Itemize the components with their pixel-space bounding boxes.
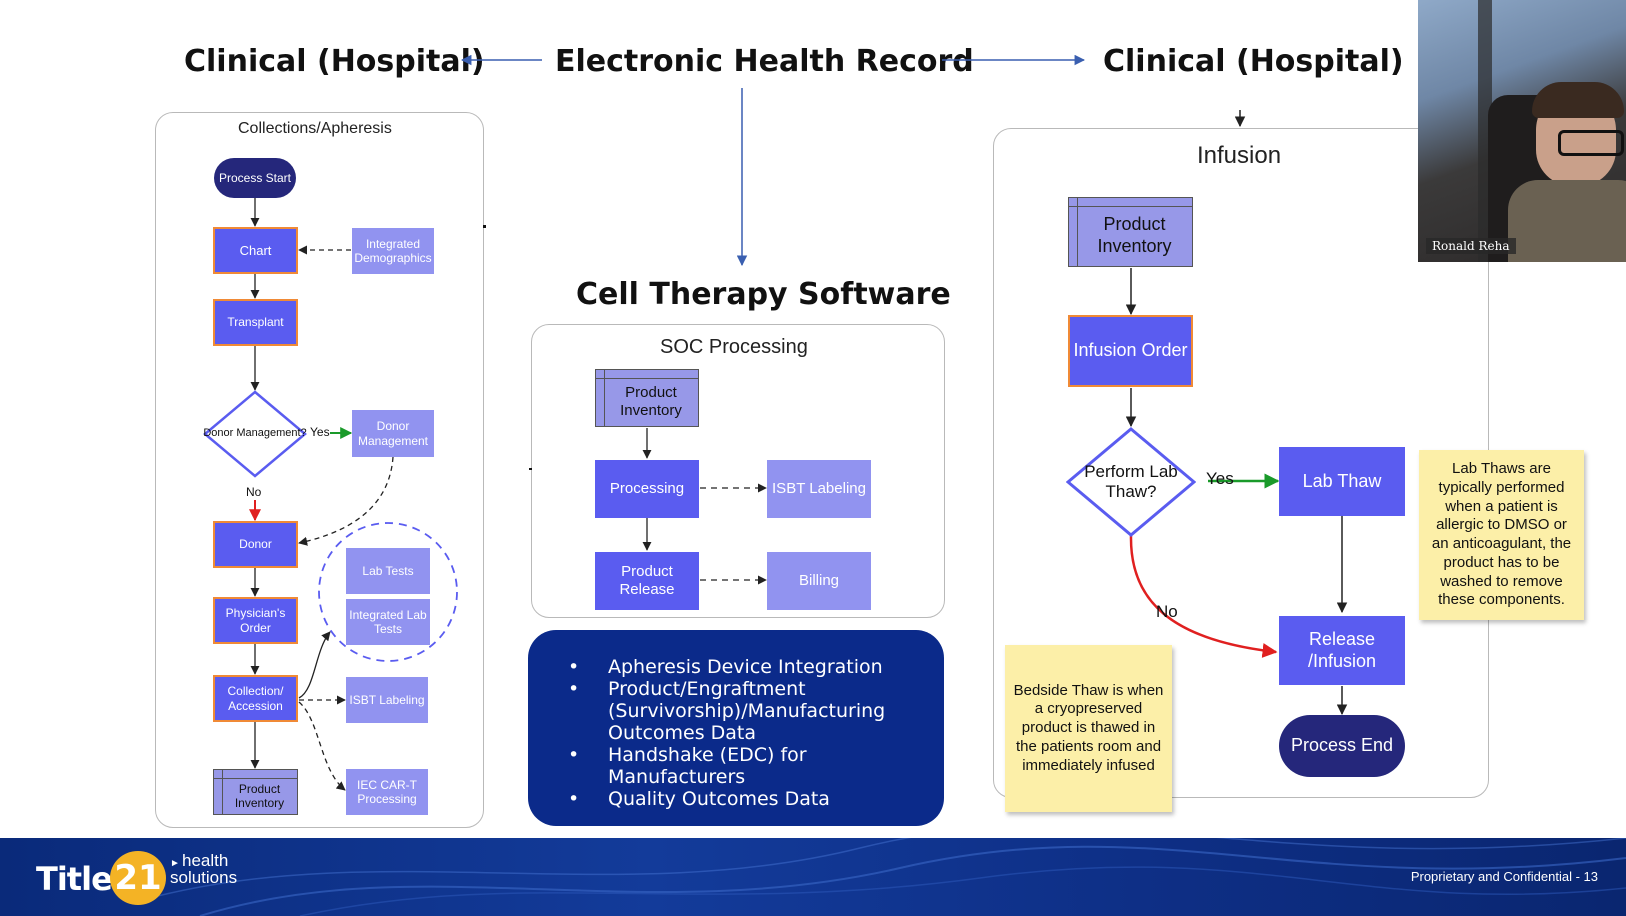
node-isbt-labeling-collections: ISBT Labeling: [346, 677, 428, 723]
node-perform-lab-thaw-shape: [1066, 427, 1196, 537]
header-clinical-right: Clinical (Hospital): [1103, 44, 1404, 79]
node-physicians-order: Physician's Order: [213, 597, 298, 644]
node-chart: Chart: [213, 227, 298, 274]
label-no-thaw: No: [1156, 602, 1178, 621]
node-donor-management: Donor Management: [352, 410, 434, 457]
feature-item: Product/Engraftment (Survivorship)/Manuf…: [568, 678, 924, 744]
header-cell-therapy-software: Cell Therapy Software: [576, 277, 951, 312]
edge-donor-mgmt-donor: [298, 456, 394, 546]
footer-logo-title: Title: [36, 860, 113, 898]
node-donor-management-decision-shape: [203, 390, 307, 478]
collections-panel-title: Collections/Apheresis: [238, 120, 392, 137]
node-isbt-labeling-soc: ISBT Labeling: [767, 460, 871, 518]
node-process-end: Process End: [1279, 715, 1405, 777]
node-release-infusion: Release /Infusion: [1279, 616, 1405, 685]
header-ehr: Electronic Health Record: [555, 44, 974, 79]
node-product-inventory-infusion: Product Inventory: [1068, 197, 1193, 267]
node-processing: Processing: [595, 460, 699, 518]
node-donor-management-decision: Donor Management?: [203, 427, 307, 440]
node-product-release: Product Release: [595, 552, 699, 610]
label-yes-thaw: Yes: [1206, 469, 1234, 488]
edge-collection-labtests: [298, 631, 331, 699]
lab-tests-group-circle: [318, 522, 458, 662]
stray-mark-2: [529, 468, 532, 470]
stray-mark-1: [483, 225, 486, 228]
node-perform-lab-thaw: Perform Lab Thaw?: [1084, 461, 1178, 501]
node-product-inventory-soc: Product Inventory: [595, 369, 699, 427]
node-lab-thaw: Lab Thaw: [1279, 447, 1405, 516]
node-integrated-lab-tests: Integrated Lab Tests: [346, 599, 430, 645]
soc-panel-title: SOC Processing: [660, 336, 808, 358]
footer-logo-solutions: solutions: [170, 868, 238, 887]
webcam-name-label: Ronald Reha: [1426, 238, 1516, 254]
footer-logo-badge: 21: [110, 851, 166, 905]
note-bedside-thaw: Bedside Thaw is when a cryopreserved pro…: [1005, 645, 1172, 812]
webcam-shoulders: [1508, 180, 1626, 262]
node-iec-cart-processing: IEC CAR-T Processing: [346, 769, 428, 815]
footer-wave-pattern: [149, 838, 1626, 916]
footer-logo-health: health: [182, 851, 229, 870]
node-process-start: Process Start: [214, 158, 296, 198]
node-infusion-order: Infusion Order: [1068, 315, 1193, 387]
label-no-donor: No: [246, 485, 262, 499]
webcam-glasses: [1558, 130, 1624, 156]
node-donor: Donor: [213, 521, 298, 568]
node-product-inventory-collections: Product Inventory: [213, 769, 298, 815]
infusion-panel-title: Infusion: [1197, 142, 1282, 169]
feature-item: Apheresis Device Integration: [568, 656, 924, 678]
features-panel: Apheresis Device Integration Product/Eng…: [528, 630, 944, 826]
node-transplant: Transplant: [213, 299, 298, 346]
footer-confidential: Proprietary and Confidential - 13: [1410, 869, 1598, 884]
note-lab-thaw: Lab Thaws are typically performed when a…: [1419, 450, 1584, 620]
node-billing: Billing: [767, 552, 871, 610]
edge-collection-iec: [298, 701, 346, 791]
webcam-hair: [1532, 82, 1624, 118]
footer-bar: Title 21 ► health solutions Proprietary …: [0, 838, 1626, 916]
node-integrated-demographics: Integrated Demographics: [352, 228, 434, 274]
node-lab-tests: Lab Tests: [346, 548, 430, 594]
feature-item: Quality Outcomes Data: [568, 788, 924, 810]
presenter-webcam: Ronald Reha: [1418, 0, 1626, 262]
node-collection-accession: Collection/ Accession: [213, 675, 298, 722]
feature-item: Handshake (EDC) for Manufacturers: [568, 744, 924, 788]
footer-logo-arrow-icon: ►: [170, 858, 180, 869]
header-clinical-left: Clinical (Hospital): [184, 44, 485, 79]
edge-thaw-no: [1129, 535, 1278, 658]
label-yes-donor: Yes: [310, 425, 330, 439]
